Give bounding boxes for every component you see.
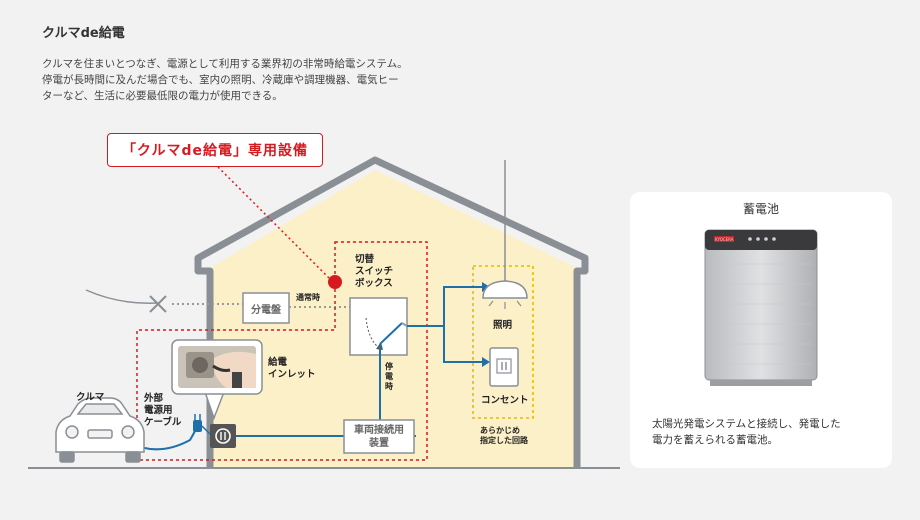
- cut-mark-icon: [149, 295, 167, 313]
- battery-title: 蓄電池: [742, 202, 779, 216]
- distribution-board-label: 分電盤: [251, 305, 281, 316]
- battery-card: 蓄電池 KYOCERA 太陽光発電システムと接続し、発電した 電力を蓄えられる蓄…: [630, 192, 892, 468]
- brand-logo: KYOCERA: [715, 237, 734, 242]
- lamp-icon: [482, 280, 528, 299]
- plug-icon: [193, 414, 211, 435]
- light-rays-icon: [488, 300, 522, 309]
- outlet-label: コンセント: [481, 395, 529, 406]
- switch-arrow: [365, 317, 379, 348]
- power-inlet-box: [210, 424, 236, 448]
- dedicated-marker: [328, 275, 342, 289]
- output-line: [407, 286, 482, 327]
- car-label: クルマ: [76, 392, 105, 403]
- house-outline: [194, 156, 589, 468]
- battery-image: [704, 229, 818, 386]
- badge-leader: [217, 166, 334, 283]
- lighting-label: 照明: [493, 320, 513, 331]
- description: クルマを住まいとつなぎ、電源として利用する業界初の非常時給電システム。 停電が長…: [42, 56, 512, 104]
- description-line: 停電が長時間に及んだ場合でも、室内の照明、冷蔵庫や調理機器、電気ヒー: [42, 74, 399, 86]
- inlet-socket-icon: [215, 428, 231, 444]
- outlet-socket: [496, 358, 512, 374]
- utility-line: [85, 289, 159, 304]
- dedicated-equipment-badge: 「クルマde給電」専用設備: [107, 133, 323, 167]
- battery-description: 太陽光発電システムと接続し、発電した 電力を蓄えられる蓄電池。: [652, 418, 841, 446]
- external-cable-label: 外部 電源用 ケーブル: [144, 393, 182, 428]
- outage-time-label: 停 電 時: [385, 362, 393, 391]
- page-title: クルマde給電: [42, 26, 125, 41]
- designated-circuit-outline: [472, 265, 534, 419]
- power-inlet-label: 給電 インレット: [268, 357, 316, 380]
- vehicle-connection-device: [343, 419, 415, 454]
- description-line: クルマを住まいとつなぎ、電源として利用する業界初の非常時給電システム。: [42, 58, 408, 70]
- designated-circuit-label: あらかじめ 指定した回路: [480, 426, 528, 445]
- switch-contact: [379, 322, 403, 345]
- switch-box-label: 切替 スイッチ ボックス: [355, 254, 394, 289]
- normal-time-label: 通常時: [296, 293, 320, 302]
- description-line: ターなど、生活に必要最低限の電力が使用できる。: [42, 90, 283, 102]
- vehicle-device-label: 車両接続用 装置: [354, 425, 404, 449]
- car-icon: [55, 397, 145, 463]
